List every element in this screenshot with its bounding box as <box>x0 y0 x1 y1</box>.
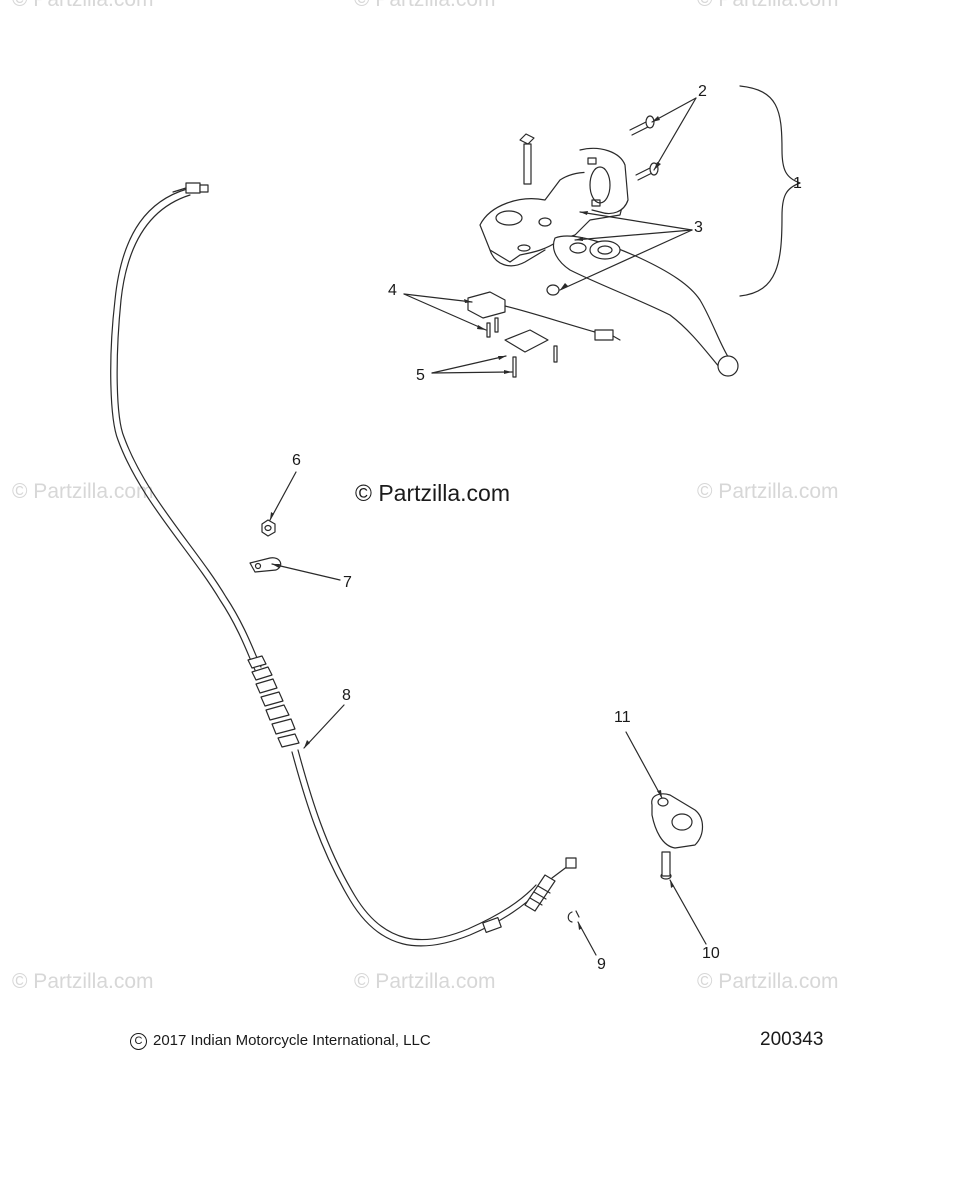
clutch-switch <box>467 291 621 341</box>
watermark-mid-right: © Partzilla.com <box>697 480 839 503</box>
switch-bracket <box>504 329 558 378</box>
cable-clamp-7 <box>249 557 282 573</box>
leader-arrowheads <box>270 116 674 930</box>
callout-7: 7 <box>343 574 352 591</box>
callout-10: 10 <box>702 945 720 962</box>
watermark-bottom-center: © Partzilla.com <box>354 970 496 993</box>
leader-lines <box>269 97 707 956</box>
diagram-number: 200343 <box>760 1029 824 1050</box>
clutch-cable <box>110 182 577 947</box>
screw-10 <box>660 851 672 880</box>
clip-9 <box>567 910 580 923</box>
callout-4: 4 <box>388 282 397 299</box>
watermark-bottom-left: © Partzilla.com <box>12 970 154 993</box>
callout-9: 9 <box>597 956 606 973</box>
watermark-bottom-right: © Partzilla.com <box>697 970 839 993</box>
watermark-main: © Partzilla.com <box>355 480 510 506</box>
watermark-top-right: © Partzilla.com <box>697 0 839 12</box>
assembly-brace <box>739 85 801 297</box>
watermark-top-left: © Partzilla.com <box>12 0 154 12</box>
watermark-top-center: © Partzilla.com <box>354 0 496 12</box>
copyright-notice: C 2017 Indian Motorcycle International, L… <box>130 1032 431 1050</box>
nut-6 <box>261 519 276 537</box>
watermark-mid-left: © Partzilla.com <box>12 480 154 503</box>
callout-3: 3 <box>694 219 703 236</box>
callout-5: 5 <box>416 367 425 384</box>
callout-1: 1 <box>793 175 802 192</box>
copyright-text: 2017 Indian Motorcycle International, LL… <box>153 1032 431 1049</box>
callout-6: 6 <box>292 452 301 469</box>
callout-11: 11 <box>614 709 631 726</box>
copyright-circle-icon: C <box>130 1033 147 1050</box>
cable-holder-11 <box>651 793 704 849</box>
callout-8: 8 <box>342 687 351 704</box>
clutch-lever-perch <box>479 115 739 377</box>
callout-2: 2 <box>698 83 707 100</box>
